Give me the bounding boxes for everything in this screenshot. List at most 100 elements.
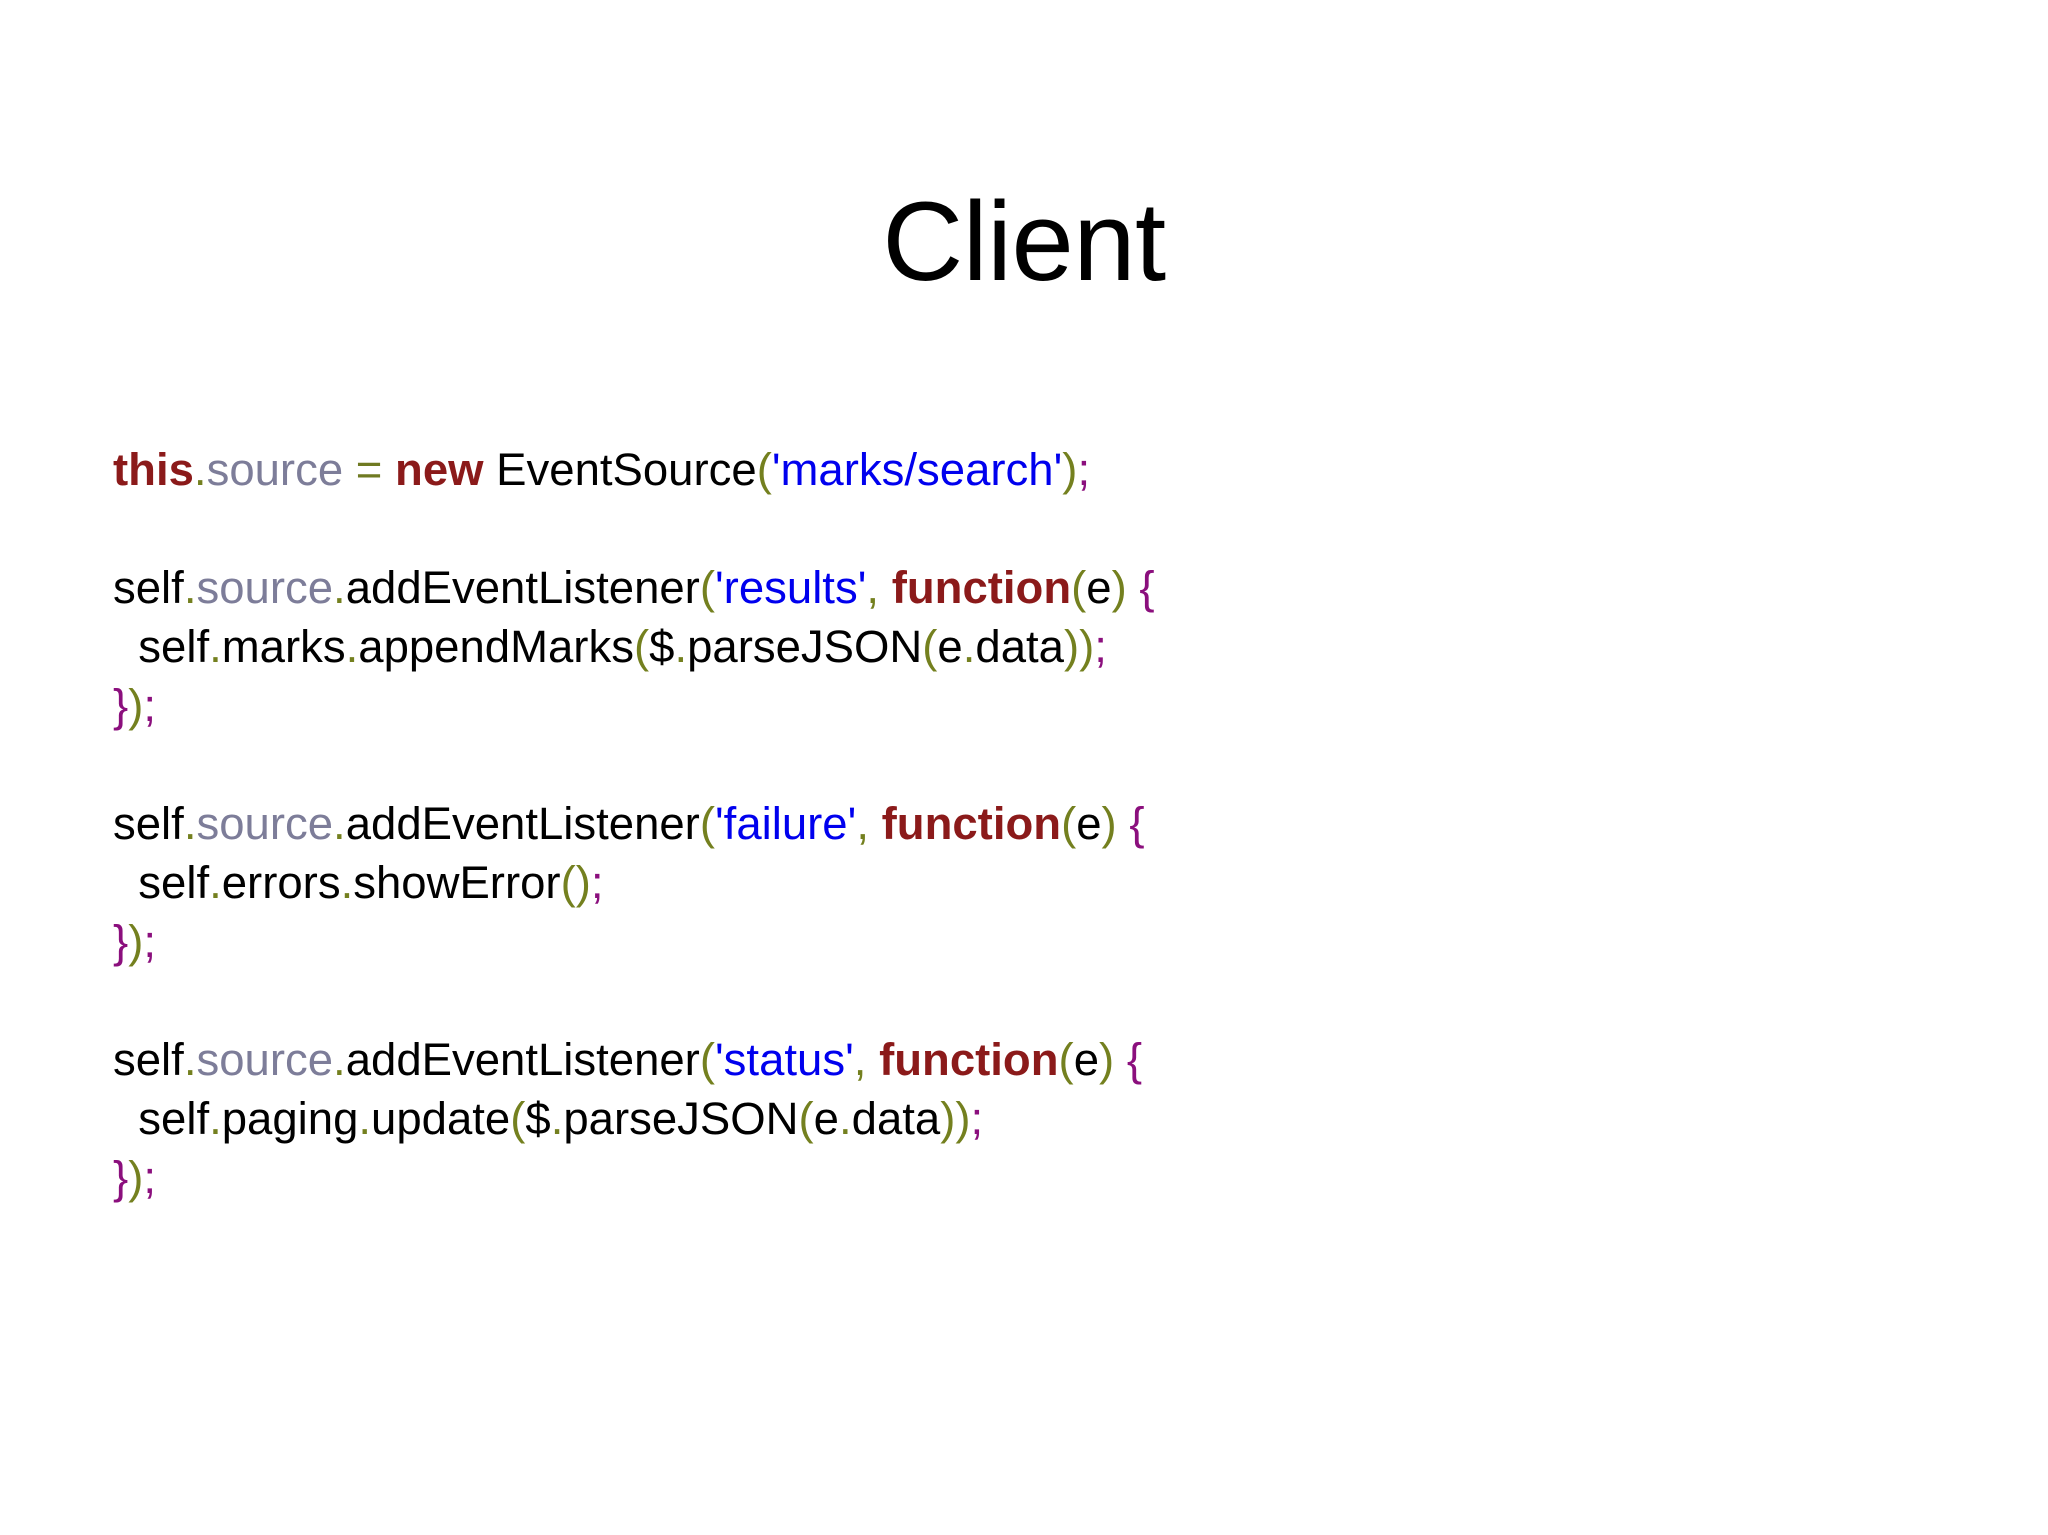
code-token-punct: ) (575, 857, 591, 908)
code-token-brace: { (1126, 1034, 1143, 1085)
code-token-punct: ( (1071, 562, 1087, 613)
code-token-plain: self (113, 621, 210, 672)
code-token-brace: } (113, 680, 129, 731)
code-token-punct: . (345, 621, 359, 672)
code-line: self.source.addEventListener('failure', … (113, 794, 1913, 853)
code-token-punct: . (340, 857, 354, 908)
code-token-punct: ) (128, 1152, 144, 1203)
code-token-kw: new (395, 444, 484, 495)
code-token-kw: function (881, 798, 1062, 849)
code-token-punct: . (333, 562, 346, 613)
code-token-plain: $ (525, 1093, 551, 1144)
code-token-prop: source (196, 562, 334, 613)
code-token-punct: ( (699, 798, 715, 849)
code-token-semi: ; (970, 1093, 984, 1144)
code-token-punct: ( (922, 621, 938, 672)
code-token-punct: . (183, 798, 197, 849)
code-line: self.source.addEventListener('status', f… (113, 1030, 1913, 1089)
code-token-punct: ) (1063, 621, 1080, 672)
code-token-plain (382, 444, 395, 495)
code-token-punct: . (962, 621, 976, 672)
code-token-plain: self (113, 562, 184, 613)
code-token-punct: . (550, 1093, 564, 1144)
code-token-prop: source (196, 1034, 334, 1085)
code-line (113, 971, 1913, 1030)
code-token-punct: ) (1111, 562, 1127, 613)
code-token-punct: . (209, 621, 222, 672)
code-token-plain (1127, 562, 1140, 613)
code-token-punct: ) (1099, 1034, 1115, 1085)
code-token-semi: ; (590, 857, 604, 908)
code-token-plain: data (851, 1093, 941, 1144)
code-token-str: 'results' (715, 562, 867, 613)
code-token-punct: , (856, 798, 869, 849)
code-token-prop: source (206, 444, 344, 495)
code-token-plain: marks (221, 621, 346, 672)
code-line: self.marks.appendMarks($.parseJSON(e.dat… (113, 617, 1913, 676)
code-token-plain: addEventListener (345, 562, 700, 613)
code-token-punct: ( (633, 621, 650, 672)
code-token-semi: ; (143, 916, 157, 967)
code-line (113, 735, 1913, 794)
code-line: self.paging.update($.parseJSON(e.data)); (113, 1089, 1913, 1148)
code-token-plain: EventSource (483, 444, 757, 495)
code-line: }); (113, 912, 1913, 971)
code-token-punct: . (674, 621, 688, 672)
code-token-str: 'marks/search' (771, 444, 1063, 495)
code-token-semi: ; (1094, 621, 1107, 672)
code-token-brace: { (1129, 798, 1145, 849)
code-token-kw: function (891, 562, 1072, 613)
code-token-punct: , (866, 562, 880, 613)
code-line: this.source = new EventSource('marks/sea… (113, 440, 1913, 499)
code-line: self.source.addEventListener('results', … (113, 558, 1913, 617)
code-token-plain (869, 798, 882, 849)
code-token-plain (343, 444, 356, 495)
code-token-plain: $ (649, 621, 675, 672)
code-token-plain: self (113, 1093, 210, 1144)
code-line: }); (113, 676, 1913, 735)
code-token-plain: errors (221, 857, 341, 908)
code-token-plain: parseJSON (563, 1093, 799, 1144)
code-token-plain: update (371, 1093, 511, 1144)
code-token-punct: ( (1061, 798, 1077, 849)
code-token-punct: . (358, 1093, 372, 1144)
code-token-punct: ) (1062, 444, 1078, 495)
code-token-str: 'status' (715, 1034, 854, 1085)
code-token-plain: appendMarks (358, 621, 634, 672)
code-token-punct: . (193, 444, 207, 495)
code-token-plain: e (813, 1093, 839, 1144)
slide-title: Client (882, 179, 1166, 305)
code-token-plain: e (1086, 562, 1112, 613)
code-token-punct: . (838, 1093, 852, 1144)
code-token-punct: ) (940, 1093, 956, 1144)
code-token-plain: self (113, 1034, 184, 1085)
code-token-punct: ) (128, 916, 144, 967)
code-token-prop: source (196, 798, 334, 849)
code-token-brace: } (113, 1152, 129, 1203)
code-token-plain (1114, 1034, 1127, 1085)
code-token-punct: ) (1101, 798, 1117, 849)
code-token-plain: addEventListener (345, 1034, 700, 1085)
code-token-punct: ( (798, 1093, 814, 1144)
code-token-plain (879, 562, 892, 613)
code-token-brace: } (113, 916, 129, 967)
code-token-op: = (355, 444, 383, 495)
code-token-punct: ( (699, 1034, 715, 1085)
code-token-kw: this (113, 444, 194, 495)
code-token-str: 'failure' (715, 798, 857, 849)
code-line (113, 499, 1913, 558)
code-token-kw: function (879, 1034, 1059, 1085)
code-token-punct: ) (128, 680, 144, 731)
code-block: this.source = new EventSource('marks/sea… (113, 440, 1913, 1207)
code-token-semi: ; (143, 1152, 157, 1203)
code-token-plain: parseJSON (687, 621, 923, 672)
code-token-plain: self (113, 798, 184, 849)
code-token-punct: , (853, 1034, 867, 1085)
code-token-plain: addEventListener (345, 798, 700, 849)
code-token-plain: paging (221, 1093, 359, 1144)
code-token-punct: . (183, 562, 197, 613)
code-token-punct: ( (699, 562, 715, 613)
code-line: }); (113, 1148, 1913, 1207)
code-token-punct: ) (955, 1093, 971, 1144)
